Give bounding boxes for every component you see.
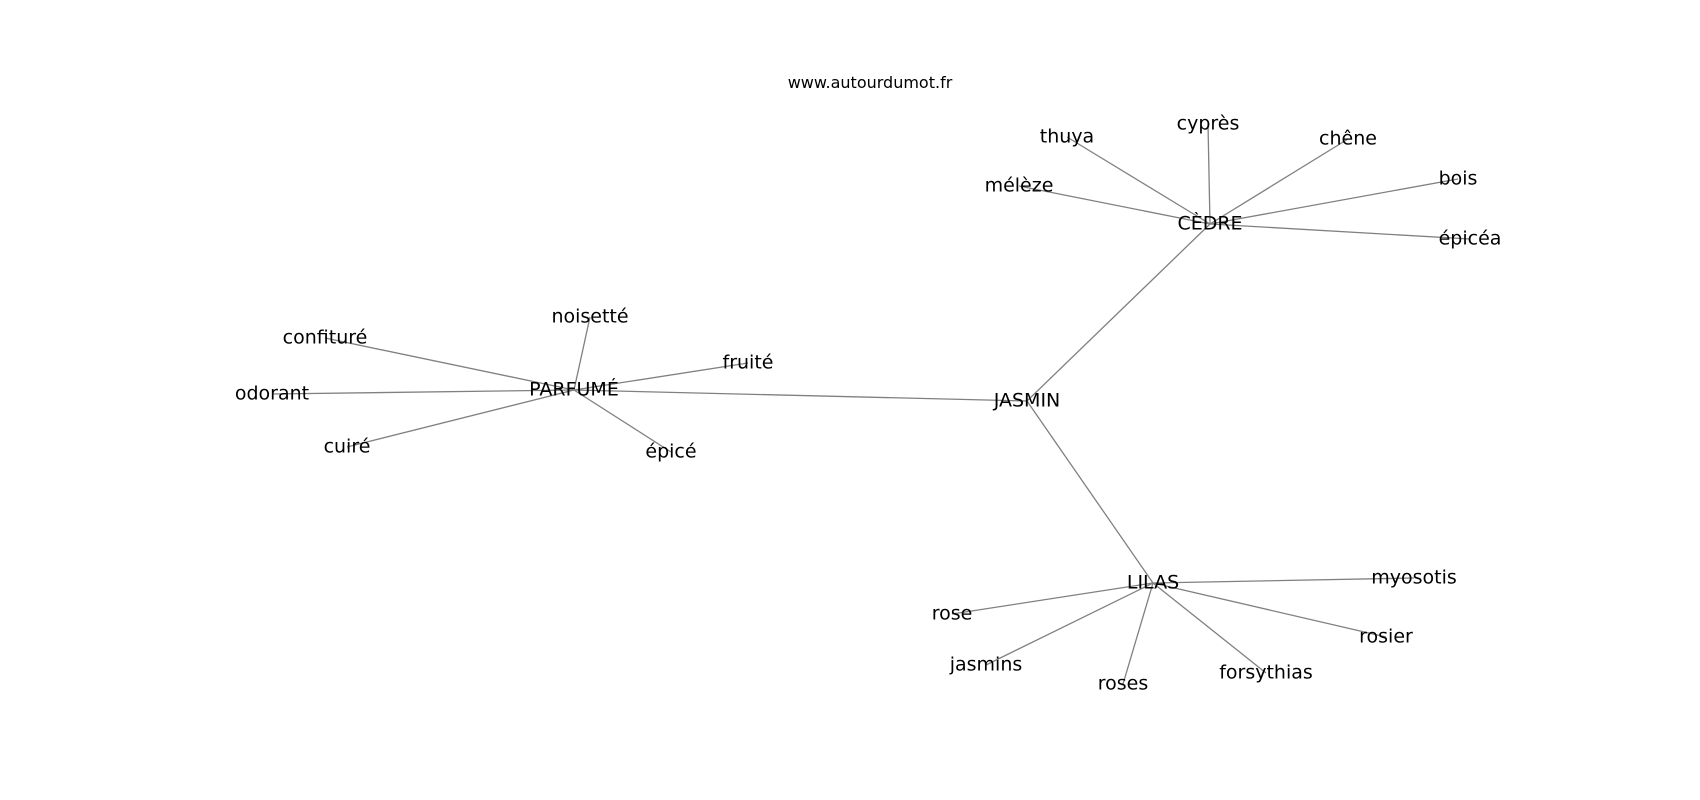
- edge-lilas-jasmins: [985, 582, 1154, 666]
- edge-parfume-fruite: [573, 362, 749, 391]
- node-meleze: mélèze: [985, 175, 1054, 197]
- edge-cedre-bois: [1209, 178, 1459, 225]
- node-fruite: fruité: [723, 352, 774, 374]
- node-thuya: thuya: [1040, 126, 1094, 148]
- edges: [271, 123, 1471, 685]
- node-odorant: odorant: [235, 383, 309, 405]
- node-rosier: rosier: [1359, 626, 1413, 648]
- edge-parfume-cuire: [346, 389, 575, 448]
- node-roses: roses: [1098, 673, 1149, 695]
- edge-lilas-forsythias: [1152, 582, 1267, 674]
- node-jasmins: jasmins: [949, 654, 1023, 676]
- node-epice: épicé: [645, 441, 696, 463]
- node-chene: chêne: [1319, 128, 1377, 150]
- node-confiture: confituré: [283, 327, 368, 349]
- node-cypres: cyprès: [1177, 113, 1240, 135]
- node-forsythias: forsythias: [1219, 662, 1313, 684]
- node-cedre: CÈDRE: [1177, 212, 1242, 235]
- edge-jasmin-parfume: [573, 389, 1028, 402]
- edge-parfume-odorant: [271, 389, 575, 395]
- edge-lilas-rose: [951, 582, 1154, 615]
- edge-lilas-myosotis: [1152, 577, 1415, 584]
- edge-jasmin-lilas: [1026, 400, 1154, 584]
- source-label: www.autourdumot.fr: [788, 73, 953, 92]
- nodes: JASMIN CÈDRE PARFUMÉ LILAS thuya cyprès chêne m…: [235, 113, 1502, 695]
- edge-parfume-noisette: [573, 316, 591, 391]
- edge-lilas-rosier: [1152, 582, 1387, 638]
- node-rose: rose: [932, 603, 973, 625]
- node-myosotis: myosotis: [1371, 567, 1457, 589]
- node-epicea: épicéa: [1439, 228, 1502, 250]
- edge-cedre-chene: [1209, 138, 1349, 225]
- edge-lilas-roses: [1122, 582, 1154, 685]
- edge-parfume-epice: [573, 389, 672, 453]
- edge-jasmin-cedre: [1026, 223, 1211, 402]
- edge-parfume-confiture: [324, 337, 575, 391]
- edge-cedre-epicea: [1209, 223, 1471, 240]
- node-cuire: cuiré: [324, 436, 371, 458]
- node-parfume: PARFUMÉ: [529, 378, 619, 401]
- node-jasmin: JASMIN: [993, 390, 1061, 412]
- node-bois: bois: [1439, 168, 1478, 190]
- edge-cedre-thuya: [1066, 136, 1211, 225]
- node-lilas: LILAS: [1127, 572, 1179, 594]
- node-noisette: noisetté: [551, 306, 628, 328]
- edge-cedre-meleze: [1018, 185, 1211, 225]
- edge-cedre-cypres: [1207, 123, 1211, 225]
